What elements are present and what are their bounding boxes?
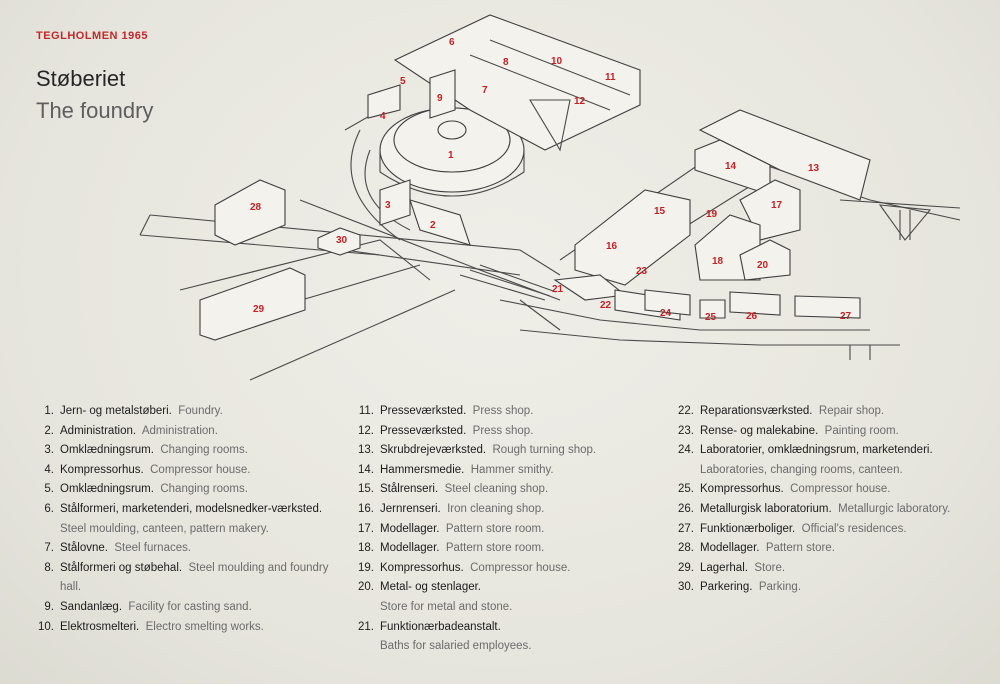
map-label-5: 5	[400, 76, 406, 87]
map-label-6: 6	[449, 37, 455, 48]
legend-entry: 27.Funktionærboliger. Official's residen…	[678, 522, 907, 535]
legend-entry: 16.Jernrenseri. Iron cleaning shop.	[358, 502, 545, 515]
map-label-18: 18	[712, 256, 724, 267]
map-label-17: 17	[771, 200, 783, 211]
legend-entry: 23.Rense- og malekabine. Painting room.	[678, 424, 899, 437]
legend-entry: 24.Laboratorier, omklædningsrum, markete…	[678, 444, 933, 476]
map-label-19: 19	[706, 209, 718, 220]
map-label-26: 26	[746, 311, 758, 322]
legend-entry: 21.Funktionærbadeanstalt.Baths for salar…	[358, 620, 532, 653]
legend-entry: 13.Skrubdrejeværksted. Rough turning sho…	[358, 444, 597, 457]
map-label-14: 14	[725, 161, 737, 172]
legend-entry: 20.Metal- og stenlager.Store for metal a…	[358, 581, 513, 613]
site-map: 1 2 3 4 5 6 7 8 9 10 11 12 13 14 15 16 1…	[139, 14, 961, 381]
map-label-28: 28	[250, 202, 262, 213]
map-label-2: 2	[430, 220, 436, 231]
legend-entry: 2.Administration. Administration.	[44, 424, 218, 437]
map-buildings	[199, 14, 871, 341]
map-label-8: 8	[503, 57, 509, 68]
legend-entry: 15.Stålrenseri. Steel cleaning shop.	[358, 483, 549, 496]
map-label-22: 22	[600, 300, 612, 311]
legend-column-2: 11.Presseværksted. Press shop. 12.Presse…	[346, 402, 666, 657]
map-ground-lines	[139, 109, 961, 381]
legend-column-3: 22.Reparationsværksted. Repair shop. 23.…	[666, 402, 986, 598]
map-label-24: 24	[660, 308, 672, 319]
foundry-rotunda	[379, 107, 525, 197]
crane-icon	[529, 99, 961, 241]
legend-entry: 28.Modellager. Pattern store.	[678, 542, 835, 555]
map-label-10: 10	[551, 56, 563, 67]
legend-entry: 18.Modellager. Pattern store room.	[358, 542, 545, 555]
legend-entry: 19.Kompressorhus. Compressor house.	[358, 561, 571, 574]
legend-entry: 14.Hammersmedie. Hammer smithy.	[358, 463, 554, 476]
panel-tag: TEGLHOLMEN 1965	[36, 30, 149, 42]
title-english: The foundry	[36, 98, 154, 123]
legend-entry: 12.Presseværksted. Press shop.	[358, 424, 534, 437]
legend-column-1: 1.Jern- og metalstøberi. Foundry. 2.Admi…	[26, 402, 341, 637]
legend-entry: 25.Kompressorhus. Compressor house.	[678, 483, 891, 496]
legend-entry: 17.Modellager. Pattern store room.	[358, 522, 545, 535]
map-number-labels: 1 2 3 4 5 6 7 8 9 10 11 12 13 14 15 16 1…	[250, 37, 852, 323]
legend-entry: 29.Lagerhal. Store.	[678, 561, 786, 574]
legend-entry: 30.Parkering. Parking.	[678, 581, 801, 594]
map-label-29-parking: 30	[336, 235, 348, 246]
legend-entry: 10.Elektrosmelteri. Electro smelting wor…	[38, 620, 264, 633]
map-label-13: 13	[808, 163, 820, 174]
map-label-25: 25	[705, 312, 717, 323]
title-danish: Støberiet	[36, 66, 126, 91]
legend-entry: 3.Omklædningsrum. Changing rooms.	[44, 444, 248, 457]
map-label-4: 4	[380, 111, 386, 122]
map-label-12: 12	[574, 96, 586, 107]
map-label-1: 1	[448, 150, 454, 161]
map-label-9: 9	[437, 93, 443, 104]
legend-entry: 26.Metallurgisk laboratorium. Metallurgi…	[678, 502, 951, 515]
map-label-15: 15	[654, 206, 666, 217]
map-label-7: 7	[482, 85, 488, 96]
map-label-23: 23	[636, 266, 648, 277]
map-label-27: 27	[840, 311, 852, 322]
map-label-16: 16	[606, 241, 618, 252]
legend-entry: 9.Sandanlæg. Facility for casting sand.	[44, 600, 252, 613]
map-label-3: 3	[385, 200, 391, 211]
legend-entry: 6.Stålformeri, marketenderi, modelsnedke…	[44, 502, 323, 535]
legend-entry: 4.Kompressorhus. Compressor house.	[44, 463, 251, 476]
legend-entry: 8.Stålformeri og støbehal. Steel mouldin…	[44, 561, 329, 594]
map-label-11: 11	[605, 72, 616, 83]
map-label-29: 29	[253, 304, 265, 315]
map-label-20: 20	[757, 260, 769, 271]
map-label-21: 21	[552, 284, 564, 295]
legend-entry: 22.Reparationsværksted. Repair shop.	[678, 405, 885, 417]
legend-entry: 7.Stålovne. Steel furnaces.	[44, 542, 192, 555]
legend-entry: 1.Jern- og metalstøberi. Foundry.	[44, 405, 223, 417]
legend-entry: 5.Omklædningsrum. Changing rooms.	[44, 483, 248, 496]
legend-entry: 11.Presseværksted. Press shop.	[358, 405, 534, 417]
